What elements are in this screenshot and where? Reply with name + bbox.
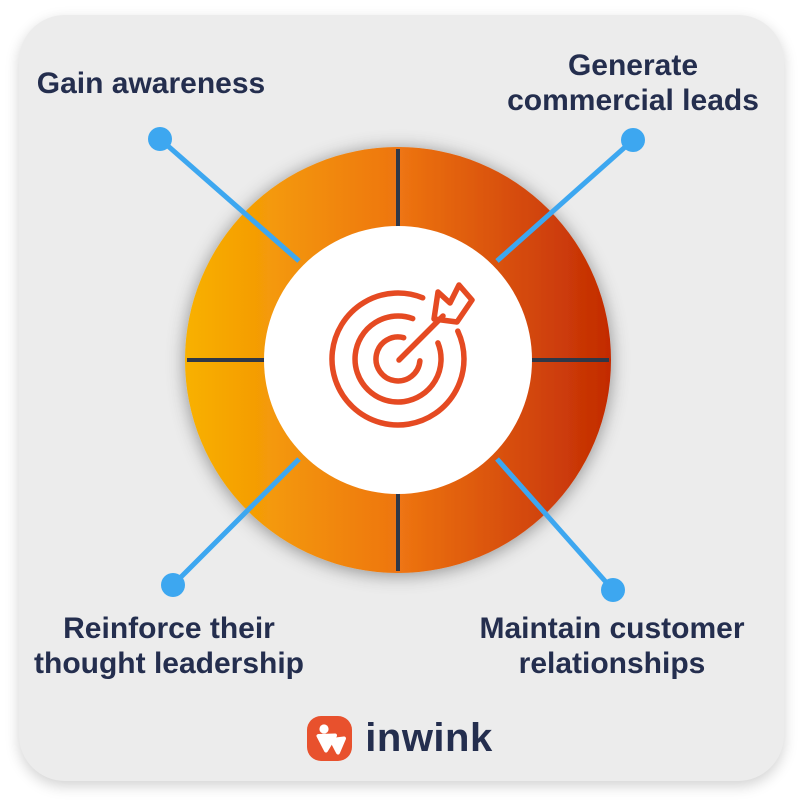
target-middle-ring <box>352 313 444 405</box>
target-inner-ring <box>373 334 423 384</box>
goal-label-top-right: Generate commercial leads <box>507 49 759 117</box>
connector-dot-bottom-left <box>161 573 185 597</box>
brand-logo: inwink <box>0 716 800 761</box>
dart-fletching <box>431 282 475 325</box>
connector-dot-top-right <box>621 128 645 152</box>
brand-logo-text: inwink <box>365 716 493 760</box>
connector-line-bottom-right <box>495 457 615 592</box>
connector-dot-bottom-right <box>601 578 625 602</box>
goal-label-bottom-left: Reinforce their thought leadership <box>34 612 304 680</box>
target-outer-ring <box>329 290 467 428</box>
connector-line-top-left <box>158 137 301 263</box>
goal-label-bottom-right: Maintain customer relationships <box>479 612 745 680</box>
inwink-logo-icon <box>307 716 353 761</box>
connector-line-bottom-left <box>171 457 301 587</box>
target-icon <box>329 282 475 428</box>
connector-dot-top-left <box>148 127 172 151</box>
dart-shaft <box>396 313 446 363</box>
connector-line-top-right <box>495 138 635 263</box>
goal-label-top-left: Gain awareness <box>36 67 266 100</box>
